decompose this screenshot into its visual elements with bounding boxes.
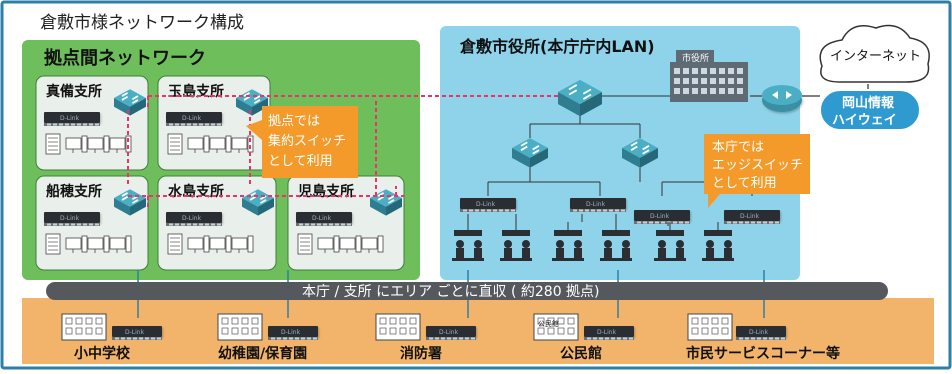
branch-box: 真備支所 D-Link [35, 75, 149, 171]
edge-switch-icon: D-Link [570, 198, 626, 212]
facility-label: 小中学校 [74, 345, 131, 362]
switch-brand-label: D-Link [125, 329, 145, 336]
branch-switch-icon: D-Link [166, 212, 222, 226]
branch-label: 玉島支所 [168, 83, 224, 100]
switch-brand-label: D-Link [182, 215, 202, 222]
switch-brand-label: D-Link [60, 115, 80, 122]
switch-brand-label: D-Link [182, 115, 202, 122]
edge-switch-icon: D-Link [634, 210, 690, 224]
dist-l3-switch-icon [512, 138, 548, 168]
core-l3-switch-icon [558, 79, 602, 117]
right-callout-line-1: 本庁では [712, 140, 764, 155]
user-group-icon [702, 222, 734, 261]
branch-switch-icon: D-Link [166, 112, 222, 126]
facility-label: 消防署 [400, 345, 442, 362]
facility-label: 幼稚園/保育園 [218, 345, 307, 362]
okayama-highway: 岡山情報 ハイウェイ [819, 89, 921, 131]
facilities: D-Link 小中学校 D-Link 幼稚園/保育園 D-Link 消防署 公民館 D-Lin… [61, 313, 840, 362]
router-icon [762, 85, 802, 112]
city-hall-building: 市役所 [670, 50, 748, 102]
branch-boxes: 真備支所 D-Link 玉島支所 D-Link 船穂支所 D-Link 水島支所 D-Link… [35, 75, 405, 271]
highway-line-1: 岡山情報 [842, 95, 895, 111]
building-sign: 市役所 [682, 52, 709, 64]
right-callout-line-2: エッジスイッチ [712, 158, 803, 173]
facility: D-Link 市民サービスコーナー等 [686, 313, 840, 362]
branch-terminals-icon [167, 133, 254, 155]
branch-box: 船穂支所 D-Link [35, 175, 149, 271]
bottom-banner-text: 本庁 / 支所 にエリア ごとに直収 ( 約280 拠点) [302, 283, 600, 300]
lan-branch-a [487, 166, 601, 196]
branch-switch-icon: D-Link [44, 112, 100, 126]
branch-label: 真備支所 [46, 83, 102, 100]
diagram-title: 倉敷市様ネットワーク構成 [40, 13, 244, 33]
branch-terminals-icon [45, 133, 132, 155]
branch-switch-icon: D-Link [296, 212, 352, 226]
facility: 公民館 D-Link 公民館 [533, 313, 634, 362]
left-callout-line-2: 集約スイッチ [268, 133, 346, 149]
branch-box: 児島支所 D-Link [287, 175, 405, 271]
branch-label: 船穂支所 [46, 183, 102, 200]
branch-l3-switch-icon [114, 89, 146, 116]
facility-switch-icon: D-Link [584, 326, 634, 340]
left-callout-line-1: 拠点では [268, 114, 320, 129]
dist-l3-switch-icon [622, 138, 658, 168]
highway-line-2: ハイウェイ [832, 113, 897, 128]
branch-switch-icon: D-Link [44, 212, 100, 226]
title-tab [14, 8, 276, 32]
facility-label: 公民館 [560, 345, 602, 362]
user-group-icon [452, 222, 484, 261]
facility-switch-icon: D-Link [426, 326, 476, 340]
facility-switch-icon: D-Link [268, 326, 318, 340]
switch-brand-label: D-Link [312, 215, 332, 222]
branch-l3-switch-icon [242, 189, 274, 216]
facility-switch-icon: D-Link [112, 326, 162, 340]
dashed-links [127, 95, 574, 208]
right-callout-line-3: として利用 [712, 176, 777, 191]
branch-l3-switch-icon [370, 189, 402, 216]
switch-brand-label: D-Link [476, 201, 496, 208]
left-callout: 拠点では 集約スイッチ として利用 [246, 106, 358, 178]
switch-brand-label: D-Link [60, 215, 80, 222]
switch-brand-label: D-Link [749, 329, 769, 336]
edge-drops [467, 214, 719, 226]
facility-label: 市民サービスコーナー等 [686, 345, 840, 362]
branch-label: 水島支所 [168, 183, 224, 200]
switch-brand-label: D-Link [597, 329, 617, 336]
left-panel-heading: 拠点間ネットワーク [44, 47, 206, 69]
facility-icon [375, 313, 421, 341]
branch-terminals-icon [167, 233, 254, 255]
facility: D-Link 小中学校 [61, 313, 162, 362]
facility: D-Link 消防署 [375, 313, 476, 362]
switch-brand-label: D-Link [650, 213, 670, 220]
left-callout-line-3: として利用 [268, 154, 333, 169]
branch-box: 水島支所 D-Link [157, 175, 277, 271]
bottom-banner [46, 282, 888, 300]
branch-box: 玉島支所 D-Link [157, 75, 271, 171]
switch-brand-label: D-Link [281, 329, 301, 336]
branch-terminals-icon [297, 233, 384, 255]
branch-l3-switch-icon [236, 89, 268, 116]
branch-label: 児島支所 [297, 183, 354, 200]
switch-brand-label: D-Link [586, 201, 606, 208]
internet-cloud-icon: インターネット [819, 24, 930, 83]
user-group-icon [600, 222, 632, 261]
right-panel-heading: 倉敷市役所(本庁庁内LAN) [459, 37, 655, 56]
edge-switch-icon: D-Link [460, 198, 516, 212]
user-group-icon [552, 222, 584, 261]
facility-switch-icon: D-Link [736, 326, 786, 340]
facility: D-Link 幼稚園/保育園 [217, 313, 318, 362]
edge-switch-icon: D-Link [724, 210, 780, 224]
switch-brand-label: D-Link [439, 329, 459, 336]
user-group-icon [654, 222, 686, 261]
kominkan-sign: 公民館 [538, 319, 559, 328]
switch-brand-label: D-Link [740, 213, 760, 220]
branch-terminals-icon [45, 233, 132, 255]
lan-trunk [529, 110, 641, 138]
internet-label: インターネット [830, 49, 921, 64]
user-group-icon [500, 222, 532, 261]
right-callout: 本庁では エッジスイッチ として利用 [704, 134, 810, 208]
